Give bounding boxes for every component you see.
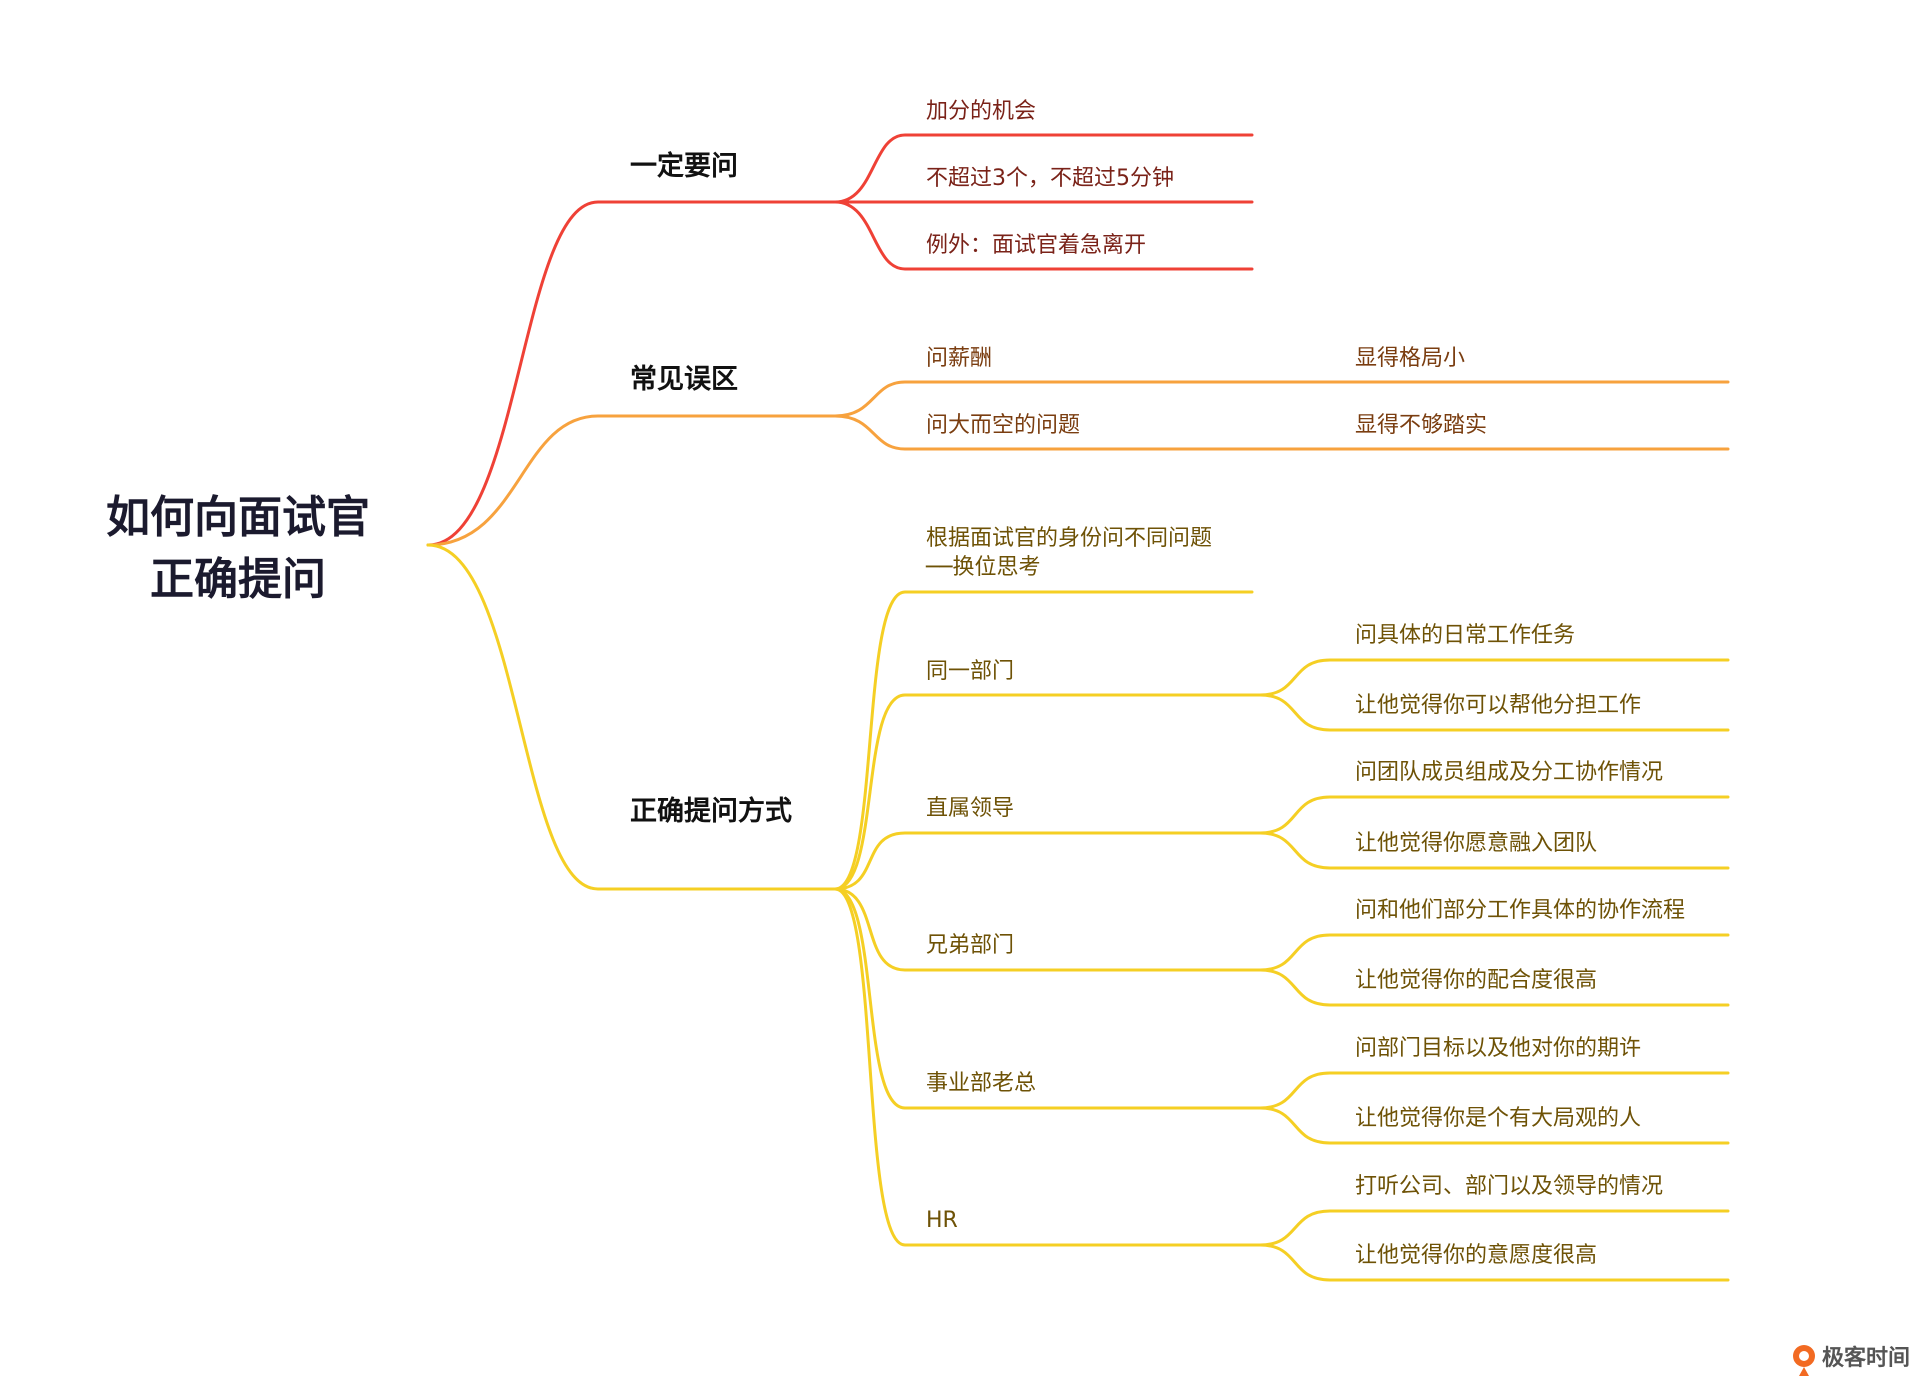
b2-item-2-child-1: 显得不够踏实 bbox=[1355, 413, 1487, 438]
b1-item-3: 例外：面试官着急离开 bbox=[926, 233, 1146, 258]
b1-item-1: 加分的机会 bbox=[926, 99, 1036, 124]
connector-b3-item-4-child-1 bbox=[1258, 933, 1730, 972]
branch-label-common-mistakes: 常见误区 bbox=[630, 364, 738, 395]
connector-b3-item-2 bbox=[833, 693, 1262, 891]
b3-item-5-child-2: 让他觉得你是个有大局观的人 bbox=[1355, 1106, 1641, 1131]
b3-item-3-child-1: 问团队成员组成及分工协作情况 bbox=[1355, 760, 1663, 785]
branch-label-correct-method: 正确提问方式 bbox=[630, 795, 792, 827]
b3-item-6-child-1: 打听公司、部门以及领导的情况 bbox=[1355, 1174, 1663, 1199]
b2-item-1-child-1: 显得格局小 bbox=[1355, 346, 1465, 371]
root-title-line-2: 正确提问 bbox=[150, 554, 326, 605]
b3-item-4: 兄弟部门 bbox=[926, 933, 1014, 958]
connector-b3-item-4 bbox=[833, 887, 1262, 972]
connector-root-branch-3 bbox=[426, 543, 837, 891]
b3-item-2: 同一部门 bbox=[926, 659, 1014, 684]
b3-item-1-line-2: ──换位思考 bbox=[925, 555, 1041, 580]
b3-item-5-child-1: 问部门目标以及他对你的期许 bbox=[1355, 1036, 1641, 1061]
b1-item-2: 不超过3个，不超过5分钟 bbox=[926, 166, 1174, 191]
connector-b3-item-3-child-1 bbox=[1258, 795, 1730, 835]
b3-item-5: 事业部老总 bbox=[926, 1071, 1036, 1096]
branch-label-must-ask: 一定要问 bbox=[630, 150, 738, 182]
connector-b3-item-2-child-2 bbox=[1258, 693, 1730, 732]
connector-b3-item-6-child-1 bbox=[1258, 1209, 1730, 1247]
b3-item-2-child-1: 问具体的日常工作任务 bbox=[1355, 623, 1575, 648]
connector-root-branch-2 bbox=[426, 414, 837, 547]
root-title-line-1: 如何向面试官 bbox=[106, 492, 370, 543]
b2-item-1: 问薪酬 bbox=[926, 346, 992, 371]
connector-b3-item-3 bbox=[833, 831, 1262, 891]
connector-b1-item-3 bbox=[833, 200, 1254, 271]
logo-text: 极客时间 bbox=[1822, 1345, 1910, 1371]
b3-item-4-child-2: 让他觉得你的配合度很高 bbox=[1355, 968, 1597, 993]
b3-item-4-child-1: 问和他们部分工作具体的协作流程 bbox=[1355, 898, 1685, 923]
connector-b3-item-1 bbox=[833, 590, 1254, 891]
connector-b3-item-2-child-1 bbox=[1258, 658, 1730, 697]
connector-b3-item-5-child-1 bbox=[1258, 1071, 1730, 1110]
connector-b3-item-6-child-2 bbox=[1258, 1243, 1730, 1282]
b2-item-2: 问大而空的问题 bbox=[926, 413, 1080, 438]
connector-root-branch-1 bbox=[426, 200, 837, 547]
connector-b3-item-5-child-2 bbox=[1258, 1106, 1730, 1145]
connector-b3-item-4-child-2 bbox=[1258, 968, 1730, 1007]
b3-item-3: 直属领导 bbox=[926, 796, 1014, 821]
geektime-logo: 极客时间 bbox=[1793, 1345, 1910, 1376]
b3-item-2-child-2: 让他觉得你可以帮他分担工作 bbox=[1355, 693, 1641, 718]
connector-b3-item-3-child-2 bbox=[1258, 831, 1730, 870]
b3-item-1-line-1: 根据面试官的身份问不同问题 bbox=[926, 526, 1212, 551]
connector-b3-item-6 bbox=[833, 887, 1262, 1247]
connector-b1-item-1 bbox=[833, 133, 1254, 204]
b3-item-6: HR bbox=[926, 1208, 958, 1233]
connector-b2-item-2 bbox=[833, 414, 1730, 451]
geektime-logo-icon bbox=[1793, 1345, 1815, 1376]
connector-b2-item-1 bbox=[833, 380, 1730, 418]
b3-item-6-child-2: 让他觉得你的意愿度很高 bbox=[1355, 1243, 1597, 1268]
b3-item-3-child-2: 让他觉得你愿意融入团队 bbox=[1355, 831, 1597, 856]
connector-b3-item-5 bbox=[833, 887, 1262, 1110]
